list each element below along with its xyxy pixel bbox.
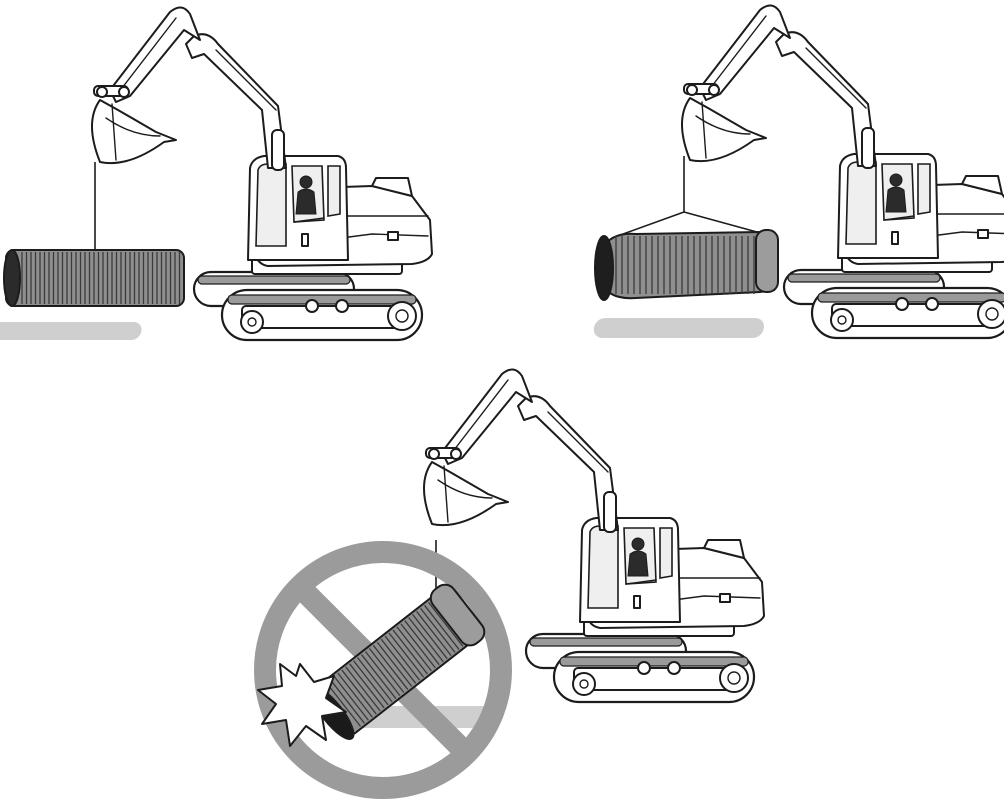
corrugated-pipe-icon — [4, 250, 184, 306]
ground-shadow — [592, 318, 765, 338]
corrugated-pipe-icon — [595, 230, 778, 300]
excavator-icon — [424, 369, 764, 702]
scene-single-point-lift — [0, 7, 432, 340]
ground-shadow — [0, 322, 143, 340]
scene-prohibited-tilted-pipe — [258, 369, 764, 788]
scene-two-point-sling-lift — [592, 5, 1004, 338]
